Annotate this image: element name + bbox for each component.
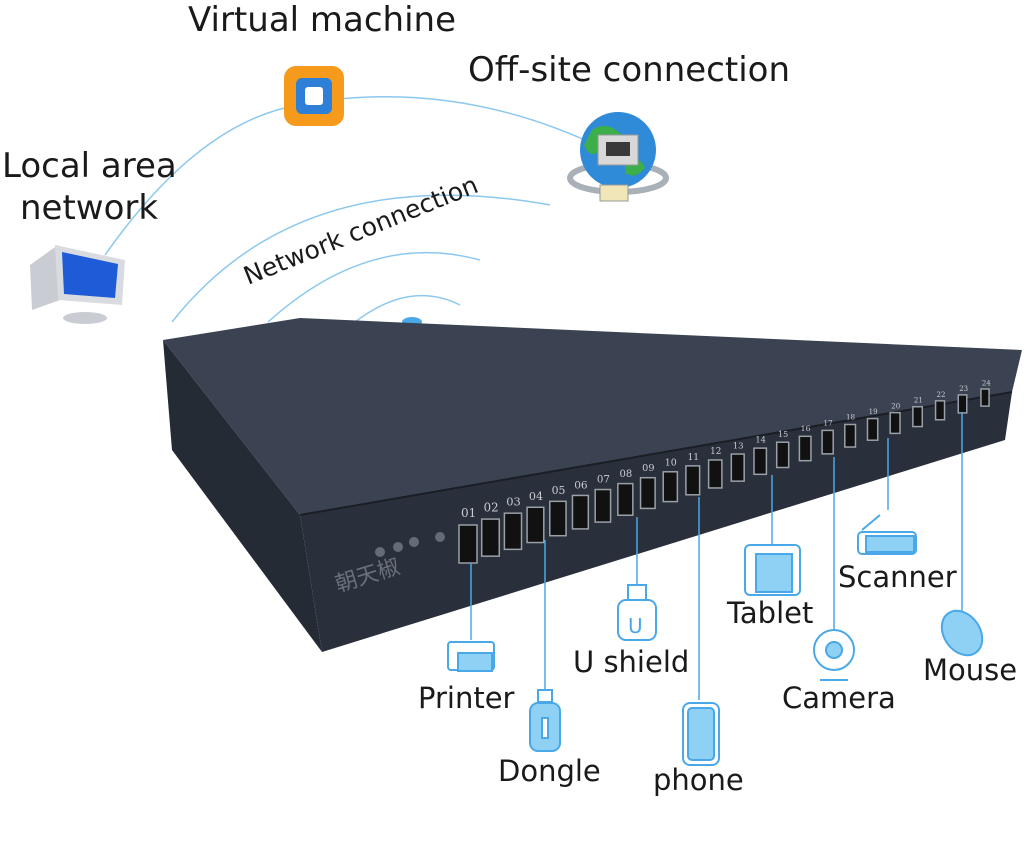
u-shield-label: U shield (573, 645, 690, 679)
virtual-machine-label: Virtual machine (188, 0, 457, 40)
dongle-label: Dongle (498, 754, 601, 788)
usb-port (934, 400, 946, 421)
usb-port (685, 465, 701, 496)
port-number: 13 (733, 441, 744, 451)
usb-port (775, 441, 790, 469)
phone-icon (682, 702, 720, 766)
dongle-icon (529, 689, 561, 752)
usb-port (844, 423, 857, 448)
port-number: 10 (665, 458, 677, 469)
scanner-label: Scanner (838, 560, 957, 594)
usb-port (549, 500, 567, 537)
scanner-icon (857, 514, 917, 555)
port-number: 09 (642, 463, 654, 474)
network-connection-label: Network connection (239, 170, 482, 291)
arc-vm-offsite (329, 96, 586, 141)
usb-port (707, 459, 723, 489)
port-number: 06 (574, 479, 588, 491)
tablet-icon (744, 544, 801, 596)
camera-label: Camera (782, 681, 896, 715)
connection-arcs (104, 96, 586, 323)
mouse-icon (940, 609, 984, 657)
connector-lines (470, 412, 963, 700)
port-number: 11 (687, 453, 699, 463)
port-number: 02 (484, 500, 499, 514)
printer-icon (447, 641, 495, 672)
usb-ports: 01 02 03 04 05 06 07 08 09 10 11 12 13 14 15 16 17 18 19 20… (458, 379, 991, 564)
usb-port (594, 488, 612, 523)
usb-port (730, 453, 745, 482)
port-number: 15 (778, 430, 788, 439)
port-number: 22 (937, 391, 946, 399)
port-number: 16 (801, 424, 811, 433)
usb-port (639, 476, 656, 510)
usb-port (753, 447, 768, 476)
port-number: 01 (461, 506, 476, 520)
computer-icon (30, 245, 125, 324)
arc-wave-inner (354, 294, 461, 323)
offsite-connection-label: Off-site connection (468, 50, 791, 90)
port-number: 04 (529, 490, 543, 503)
svg-text:U: U (628, 614, 643, 638)
port-number: 05 (552, 484, 566, 497)
port-number: 18 (846, 413, 856, 422)
tablet-label: Tablet (727, 596, 814, 630)
usb-port (617, 482, 634, 516)
port-number: 03 (506, 495, 521, 509)
mouse-label: Mouse (923, 653, 1018, 687)
globe-network-icon (567, 112, 669, 202)
port-number: 21 (914, 397, 923, 405)
lan-label-line2: network (20, 188, 159, 228)
usb-port (526, 506, 545, 544)
usb-port (798, 435, 812, 462)
usb-port (980, 388, 990, 407)
usb-port (866, 417, 879, 441)
usb-hub-device (163, 318, 1022, 652)
port-number: 08 (620, 469, 633, 480)
usb-port (889, 411, 901, 435)
port-number: 14 (755, 435, 766, 445)
camera-icon (813, 629, 855, 681)
usb-port (458, 524, 478, 564)
virtual-machine-icon (284, 66, 344, 126)
arc-wave-middle (267, 251, 481, 323)
usb-port (480, 518, 501, 557)
usb-port (957, 394, 968, 414)
port-number: 17 (823, 418, 833, 427)
arc-wave-outer (171, 194, 551, 323)
port-number: 24 (982, 379, 991, 387)
port-number: 19 (869, 408, 878, 416)
u-shield-icon: U (617, 584, 657, 641)
usb-port (821, 429, 834, 455)
lan-label-line1: Local area (2, 146, 177, 186)
usb-port (503, 512, 523, 551)
port-number: 07 (597, 474, 610, 486)
usb-port (662, 471, 679, 503)
port-number: 23 (959, 385, 968, 393)
usb-port (912, 405, 924, 428)
phone-label: phone (653, 763, 744, 797)
port-number: 20 (891, 402, 900, 410)
arc-lan-vm (104, 104, 301, 256)
printer-label: Printer (418, 681, 515, 715)
port-number: 12 (710, 447, 721, 457)
usb-port (571, 494, 590, 530)
